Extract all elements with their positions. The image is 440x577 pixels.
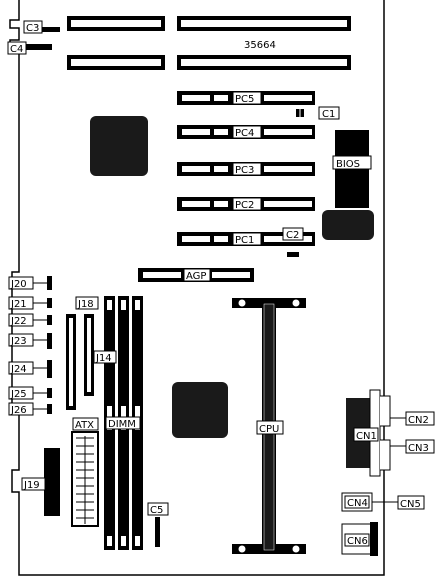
j20-jumper [47,276,52,290]
j23-jumper [47,333,52,349]
io-chip [322,210,374,240]
cn1-serial-connector: CN1 [346,389,391,477]
c2-label: C2 [286,230,299,241]
j14-label: J14 [95,353,112,364]
j22-label: J22 [10,316,27,327]
pc5-label: PC5 [235,94,254,105]
agp-label: AGP [186,271,206,282]
c3-label: C3 [26,23,39,34]
c4-jumper [26,44,52,50]
j20-label: J20 [10,279,27,290]
cn6-label: CN6 [347,536,368,547]
dimm-sockets: DIMM [104,296,143,550]
j23-label: J23 [10,336,27,347]
pci-slot-5: PC5 [177,91,315,105]
chipset-south [172,382,228,438]
cn5-label: CN5 [400,499,421,510]
j19-label: J19 [23,480,40,491]
cpu-slot: CPU [232,298,306,554]
pc4-label: PC4 [235,128,254,139]
j26-label: J26 [10,405,27,416]
j18-label: J18 [77,299,94,310]
cn2-label: CN2 [408,415,429,426]
pci-slot-3: PC3 [177,162,315,176]
pc3-label: PC3 [235,165,254,176]
cn3-label: CN3 [408,443,429,454]
chipset-north [90,116,148,176]
c4-label: C4 [10,44,23,55]
j22-jumper [47,315,52,325]
pc2-label: PC2 [235,200,254,211]
atx-label: ATX [75,420,94,431]
cn4-label: CN4 [347,498,368,509]
cpu-label: CPU [259,424,279,435]
atx-pins [76,436,94,524]
j21-label: J21 [10,299,27,310]
pci-slot-4: PC4 [177,125,315,139]
agp-slot: AGP [138,268,254,282]
j24-jumper [47,360,52,378]
c1-label: C1 [322,109,335,120]
j26-jumper [47,404,52,414]
bios-label: BIOS [336,159,360,170]
j25-label: J25 [10,389,27,400]
c5-label: C5 [150,505,163,516]
board-outline [9,0,385,576]
j19-header [44,448,60,516]
j21-jumper [47,298,52,308]
board-id-label: 35664 [244,40,276,51]
dimm-label: DIMM [108,419,136,430]
j24-label: J24 [10,364,27,375]
pc1-label: PC1 [235,235,254,246]
c3-jumper [42,27,60,32]
c2-capacitor [287,252,299,257]
pci-slot-2: PC2 [177,197,315,211]
c5-capacitor [155,517,160,547]
cn1-label: CN1 [356,431,377,442]
j25-jumper [47,388,52,398]
